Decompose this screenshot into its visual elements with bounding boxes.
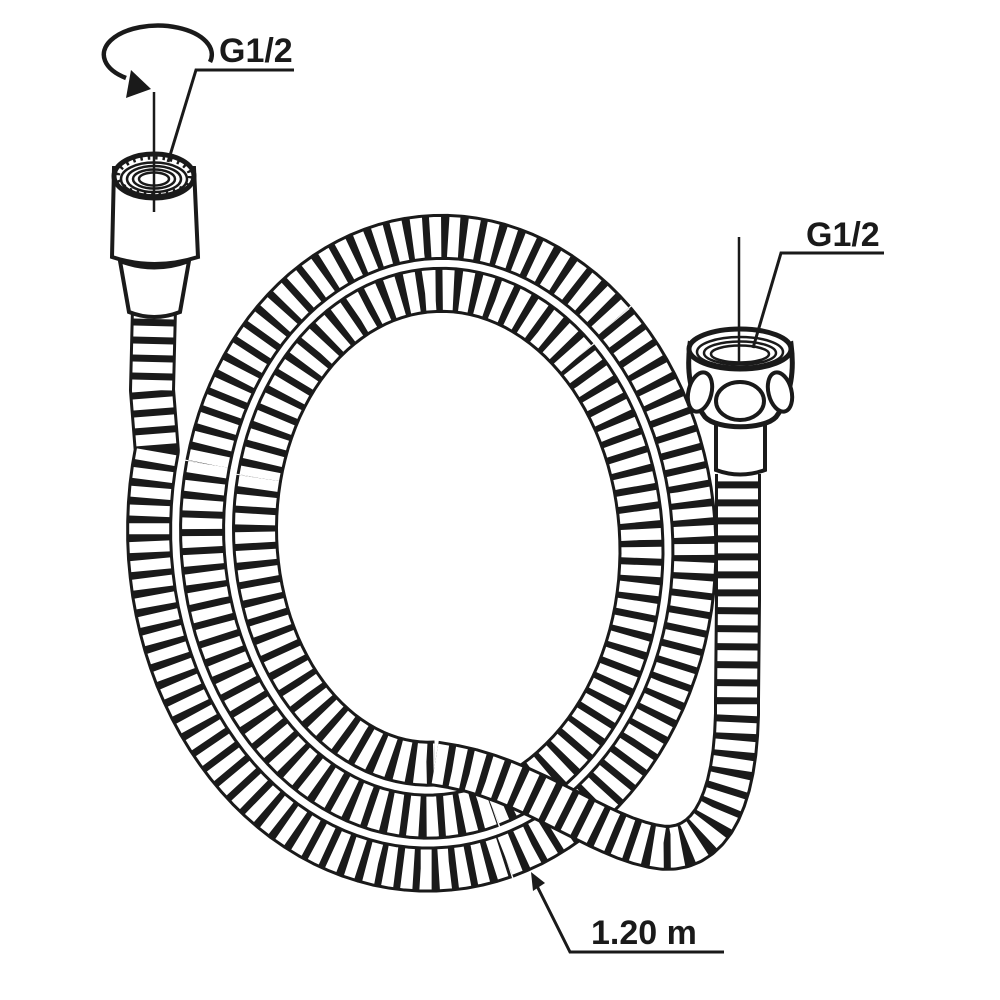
label-right-thread: G1/2	[806, 216, 880, 254]
right-fitting-dimple	[714, 380, 766, 422]
right-fitting-dimple	[685, 370, 715, 414]
hose-coil-segment-ribs	[182, 459, 501, 837]
rotation-arrow-icon	[101, 23, 215, 98]
leader-line-left-thread	[166, 68, 294, 163]
hose-coil-segment-ribs	[188, 216, 629, 470]
rotation-arrowhead	[126, 70, 151, 98]
leader-line-length	[532, 879, 724, 954]
right-fitting-nut	[685, 237, 795, 477]
left-fitting-nut	[109, 92, 201, 319]
rotation-arc	[101, 23, 215, 81]
hose-entry-segment-ribs	[129, 307, 512, 890]
right-fitting-dimple	[765, 370, 795, 414]
label-hose-length: 1.20 m	[591, 914, 697, 952]
left-fitting-knurl	[115, 154, 193, 198]
label-left-thread: G1/2	[219, 32, 293, 70]
length-arrowhead-icon	[531, 872, 545, 891]
hose-coil-segment-ribs	[482, 346, 662, 824]
leader-line-right-thread	[751, 251, 884, 349]
left-fitting-lower-cone	[117, 257, 192, 319]
right-fitting-collar	[714, 422, 767, 477]
hose-exit-segment-ribs	[431, 474, 758, 868]
hose-coil-segment-ribs	[235, 470, 447, 784]
hose-coil-segment-ribs	[239, 269, 592, 486]
hose-coil	[126, 213, 761, 893]
